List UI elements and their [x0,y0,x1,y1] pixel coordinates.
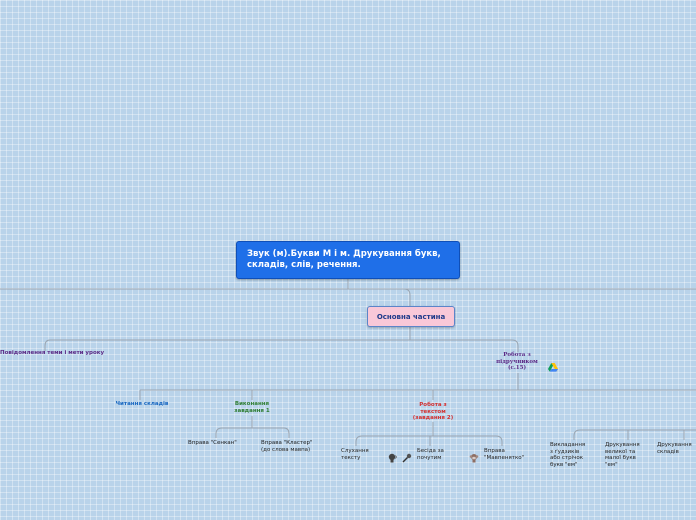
leaf-parrot-label: Вправа "Мавпенятко" [484,448,525,461]
leaf-parrot-exercise[interactable]: Вправа "Мавпенятко" [484,448,528,461]
branch-task1[interactable]: Виконання завдання 1 [226,401,278,414]
branch-bus [50,339,519,352]
leaf-conversation-label: Бесіда за почутим [417,448,444,461]
leaf-cinquain-label: Вправа "Сенкан" [188,440,237,446]
leaf-printing-letters-label: Друкування великої та малої букв "ем" [605,442,640,468]
leaf-cluster-label: Вправа "Кластер" (до слова мавпа) [261,440,313,453]
speaker-head-icon [388,448,398,463]
main-part-node[interactable]: Основна частина [367,306,455,327]
branch-reading-label: Читання складів [115,401,169,407]
task1-bus [215,416,290,438]
leaf-cinquain[interactable]: Вправа "Сенкан" [188,440,252,447]
monkey-icon [469,448,479,463]
branch-topic-label: Повідомлення теми і мети уроку [0,350,105,356]
root-topic-node[interactable]: Звук (м).Букви М і м. Друкування букв, с… [236,241,460,279]
branch-reading-syllables[interactable]: Читання складів [110,401,174,408]
leaf-laying-out[interactable]: Викладання з ґудзиків або стрічок букв "… [550,442,588,468]
leaf-laying-out-label: Викладання з ґудзиків або стрічок букв "… [550,442,586,468]
leaf-conversation[interactable]: Бесіда за почутим [417,448,453,461]
link-root-main [348,288,411,306]
leaf-cluster[interactable]: Вправа "Кластер" (до слова мавпа) [261,440,321,453]
branch-task1-label: Виконання завдання 1 [234,401,270,414]
branch-textbook-label: Робота з підручником (с.15) [496,352,538,371]
google-drive-icon[interactable] [548,357,558,372]
branch-task2-label: Робота з текстом (завдання 2) [412,402,454,421]
root-title: Звук (м).Букви М і м. Друкування букв, с… [247,249,441,270]
link-topic [44,339,51,351]
leaf-printing-letters[interactable]: Друкування великої та малої букв "ем" [605,442,643,468]
microphone-icon [402,448,412,463]
branch-textbook-work[interactable]: Робота з підручником (с.15) [494,352,540,372]
leaf-listening-label: Слухання тексту [341,448,369,461]
leaf-listening[interactable]: Слухання тексту [341,448,375,461]
branch-task2[interactable]: Робота з текстом (завдання 2) [408,402,458,422]
leaf-printing-syllables[interactable]: Друкування складів [657,442,696,455]
branch-topic-announcement[interactable]: Повідомлення теми і мети уроку [0,350,120,357]
right-bus [573,429,696,440]
leaf-printing-syllables-label: Друкування складів [657,442,692,455]
task2-bus [355,422,503,446]
main-part-label: Основна частина [376,312,446,321]
